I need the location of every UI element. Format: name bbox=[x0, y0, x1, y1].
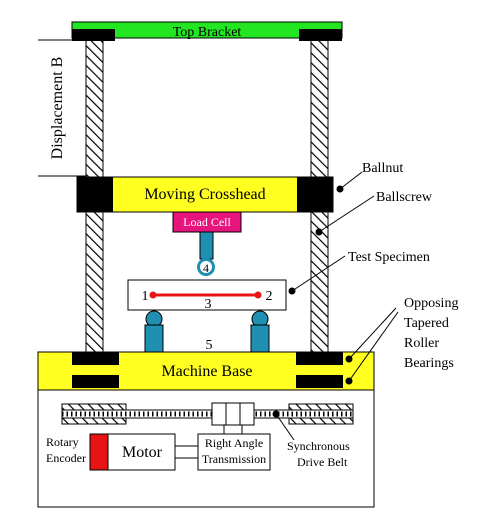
motor-shaft bbox=[174, 445, 199, 459]
ballscrew-leader bbox=[318, 195, 375, 233]
top-bracket-block-right bbox=[299, 29, 342, 41]
bearings-label-line1: Opposing bbox=[404, 296, 458, 311]
specimen-point-2 bbox=[254, 291, 262, 299]
top-bracket-block-left bbox=[72, 29, 115, 41]
ballnut-leader-dot bbox=[336, 185, 344, 193]
bearings-leader-lower-dot bbox=[345, 377, 353, 385]
rotary-encoder-label-line2: Encoder bbox=[46, 451, 86, 465]
load-cell-label: Load Cell bbox=[183, 215, 231, 229]
marker-5: 5 bbox=[206, 338, 213, 353]
marker-2: 2 bbox=[266, 289, 273, 304]
marker-1: 1 bbox=[142, 289, 149, 304]
marker-3: 3 bbox=[205, 297, 212, 312]
displacement-label: Displacement B bbox=[49, 57, 66, 160]
support-right-post bbox=[250, 324, 270, 353]
moving-crosshead-label: Moving Crosshead bbox=[144, 186, 265, 203]
bearings-label-line2: Tapered bbox=[404, 316, 449, 331]
bearings-label-line4: Bearings bbox=[404, 356, 454, 371]
marker-4: 4 bbox=[203, 261, 209, 275]
specimen-point-1 bbox=[149, 291, 157, 299]
drive-belt-label-line1: Synchronous bbox=[287, 439, 350, 453]
drive-pulley bbox=[211, 402, 255, 426]
transmission-shaft bbox=[223, 424, 243, 435]
bearings-leader-lower bbox=[348, 311, 399, 382]
bearings-leader-upper-dot bbox=[345, 355, 353, 363]
drive-belt-leader bbox=[275, 413, 295, 441]
bearings-label-line3: Roller bbox=[404, 336, 439, 351]
right-angle-transmission bbox=[197, 433, 271, 471]
ballnut-left bbox=[77, 177, 113, 212]
specimen-leader bbox=[291, 255, 346, 292]
load-rod bbox=[199, 231, 214, 260]
transmission-label-line1: Right Angle bbox=[205, 436, 263, 450]
ballnut-right bbox=[297, 177, 333, 212]
bearing-right-upper bbox=[296, 352, 343, 365]
ballnut-leader bbox=[339, 171, 363, 190]
drive-belt-label-line2: Drive Belt bbox=[297, 455, 348, 469]
moving-crosshead bbox=[76, 176, 334, 213]
specimen-leader-dot bbox=[288, 287, 296, 295]
transmission-label-line2: Transmission bbox=[202, 452, 266, 466]
bearings-leader-upper bbox=[348, 307, 397, 360]
machine-base-label: Machine Base bbox=[161, 363, 252, 380]
upper-grip-ring bbox=[197, 258, 215, 276]
bearing-right-lower bbox=[296, 375, 343, 388]
ballnut-label: Ballnut bbox=[362, 161, 403, 176]
rotary-encoder-label-line1: Rotary bbox=[46, 435, 79, 449]
bearing-left-lower bbox=[72, 375, 119, 388]
ballscrew-leader-dot bbox=[315, 228, 323, 236]
motor-label: Motor bbox=[122, 444, 163, 461]
drive-belt-leader-dot bbox=[272, 410, 280, 418]
bearing-left-upper bbox=[72, 352, 119, 365]
ballscrew-label: Ballscrew bbox=[376, 190, 433, 205]
support-left-post bbox=[144, 324, 164, 353]
test-specimen-label: Test Specimen bbox=[348, 250, 430, 265]
top-bracket-label: Top Bracket bbox=[173, 25, 242, 40]
rotary-encoder bbox=[89, 433, 109, 471]
